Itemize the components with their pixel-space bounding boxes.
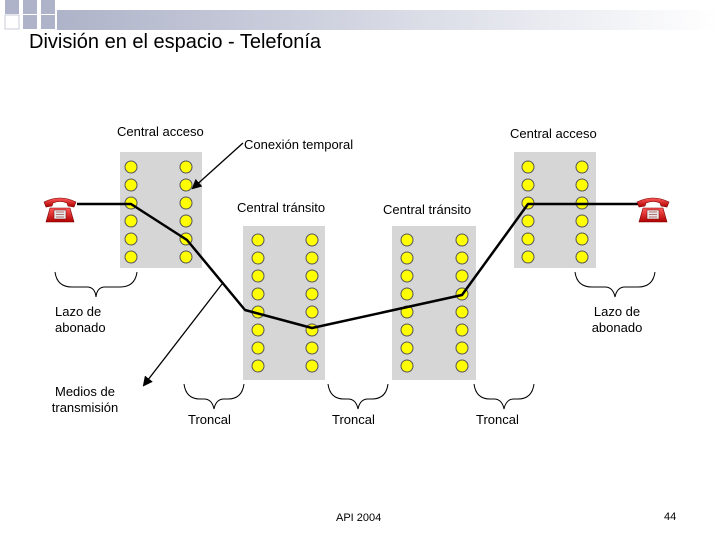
- contact-point: [251, 269, 265, 283]
- contact-point: [521, 178, 535, 192]
- contact-point: [305, 359, 319, 373]
- label-medios-transmision: Medios de transmisión: [46, 384, 124, 416]
- label-troncal-1: Troncal: [188, 412, 231, 427]
- contact-point: [521, 232, 535, 246]
- contact-point: [305, 251, 319, 265]
- lazo-right-line-1: Lazo de: [593, 304, 641, 319]
- contact-point: [179, 250, 193, 264]
- panel-central-transito-right: [392, 226, 476, 380]
- lazo-right-line-2: abonado: [591, 320, 643, 335]
- contact-point: [251, 287, 265, 301]
- telephone-icon: [636, 197, 670, 223]
- contact-point: [305, 305, 319, 319]
- deco-square: [5, 0, 19, 14]
- contact-point: [575, 214, 589, 228]
- label-lazo-abonado-right: Lazo de abonado: [586, 304, 648, 336]
- contact-point: [521, 160, 535, 174]
- page-number: 44: [664, 511, 677, 523]
- brace-troncal-1: [183, 383, 245, 410]
- contact-point: [400, 341, 414, 355]
- contact-point: [305, 341, 319, 355]
- contact-point: [251, 359, 265, 373]
- contact-point: [521, 214, 535, 228]
- contact-point: [455, 269, 469, 283]
- footer-text: API 2004: [336, 512, 382, 524]
- contact-point: [251, 233, 265, 247]
- contact-point: [179, 196, 193, 210]
- label-central-transito-left: Central tránsito: [237, 200, 326, 215]
- label-troncal-3: Troncal: [476, 412, 519, 427]
- brace-troncal-2: [327, 383, 389, 410]
- connection-path: [77, 202, 640, 330]
- contact-point: [251, 341, 265, 355]
- deco-square: [23, 0, 37, 14]
- contact-point: [455, 359, 469, 373]
- contact-point: [575, 250, 589, 264]
- contact-point: [575, 178, 589, 192]
- lazo-left-line-1: Lazo de: [55, 304, 102, 319]
- contact-point: [400, 287, 414, 301]
- contact-point: [124, 178, 138, 192]
- contact-point: [305, 287, 319, 301]
- contact-point: [251, 323, 265, 337]
- contact-point: [455, 251, 469, 265]
- contact-point: [575, 160, 589, 174]
- contact-point: [179, 214, 193, 228]
- contact-point: [400, 359, 414, 373]
- contact-point: [400, 323, 414, 337]
- label-conexion-temporal: Conexión temporal: [244, 137, 354, 152]
- contact-point: [124, 214, 138, 228]
- contact-point: [400, 233, 414, 247]
- brace-troncal-3: [473, 383, 535, 410]
- contact-point: [124, 160, 138, 174]
- contact-point: [179, 178, 193, 192]
- contact-point: [305, 233, 319, 247]
- title-bar: [57, 10, 720, 30]
- brace-lazo-right: [574, 271, 656, 298]
- contact-point: [521, 250, 535, 264]
- deco-square: [41, 0, 55, 14]
- label-central-acceso-left: Central acceso: [117, 124, 204, 139]
- label-central-transito-right: Central tránsito: [383, 202, 472, 217]
- medios-line-2: transmisión: [51, 400, 119, 415]
- label-lazo-abonado-left: Lazo de abonado: [55, 304, 106, 336]
- contact-point: [400, 269, 414, 283]
- contact-point: [455, 305, 469, 319]
- contact-point: [455, 341, 469, 355]
- brace-lazo-left: [54, 271, 138, 298]
- deco-square: [4, 14, 20, 30]
- label-troncal-2: Troncal: [332, 412, 375, 427]
- contact-point: [305, 269, 319, 283]
- contact-point: [251, 251, 265, 265]
- contact-point: [400, 251, 414, 265]
- contact-point: [455, 233, 469, 247]
- medios-line-1: Medios de: [55, 384, 115, 399]
- contact-point: [179, 160, 193, 174]
- arrow-conexion-temporal: [191, 142, 244, 190]
- deco-square: [41, 15, 55, 29]
- contact-point: [124, 250, 138, 264]
- lazo-left-line-2: abonado: [55, 320, 106, 335]
- arrow-medios-transmision: [142, 283, 223, 387]
- label-central-acceso-right: Central acceso: [510, 126, 597, 141]
- title-decoration: [4, 0, 720, 30]
- telephone-icon: [43, 197, 77, 223]
- page-title: División en el espacio - Telefonía: [29, 31, 322, 53]
- contact-point: [455, 323, 469, 337]
- panel-central-transito-left: [243, 226, 325, 380]
- contact-point: [575, 232, 589, 246]
- deco-square: [23, 15, 37, 29]
- contact-point: [124, 232, 138, 246]
